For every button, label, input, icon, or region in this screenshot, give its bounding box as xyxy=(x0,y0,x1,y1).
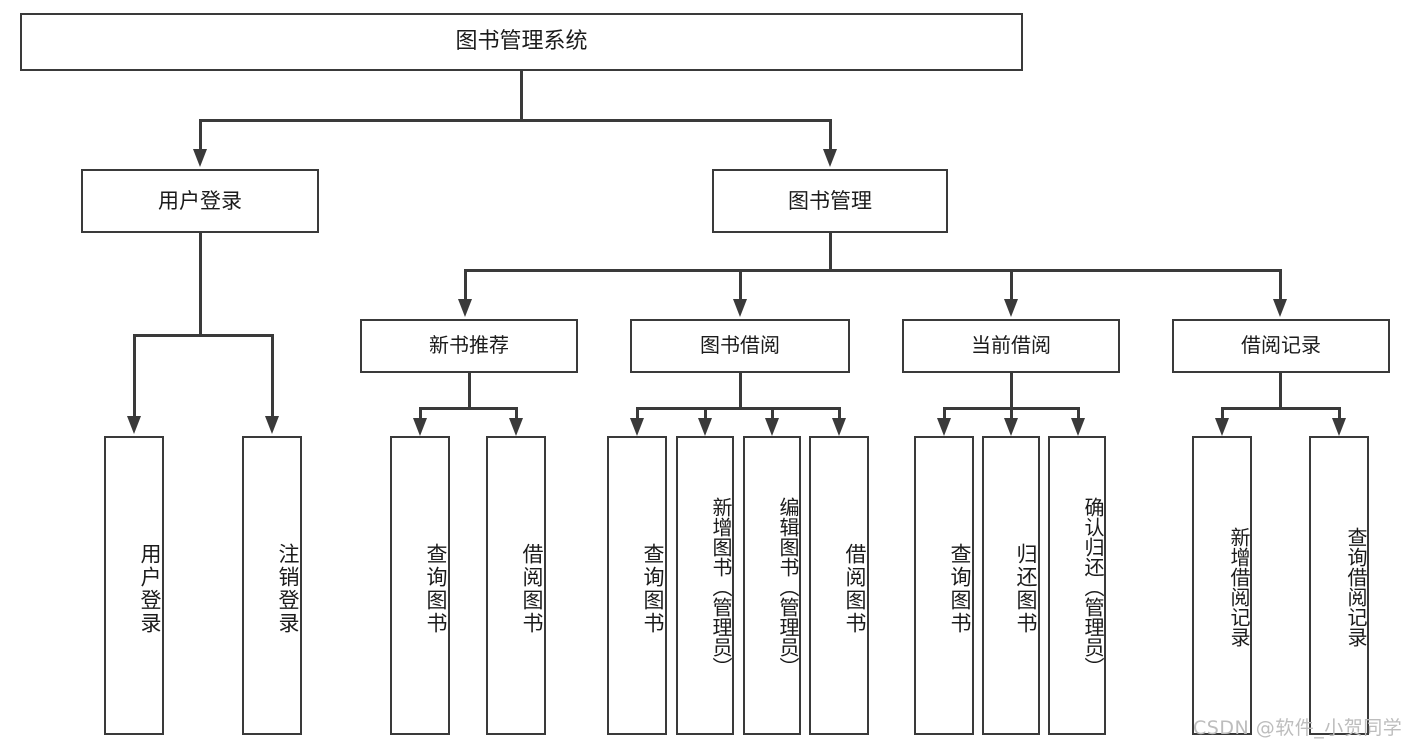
connector-new-book-child-2 xyxy=(515,407,518,420)
connector-book-borrow-child-2 xyxy=(704,407,707,420)
arrowhead-user-login-child-2 xyxy=(265,416,279,434)
connector-book-mgmt-child-2 xyxy=(739,269,742,301)
connector-user-login-child-1 xyxy=(133,334,136,418)
connector-new-book-child-1 xyxy=(419,407,422,420)
leaf-current-borrow-query[interactable]: 查询图书 xyxy=(914,436,974,735)
node-user-login[interactable]: 用户登录 xyxy=(81,169,319,233)
leaf-book-borrow-borrow[interactable]: 借阅图书 xyxy=(809,436,869,735)
node-label: 查询借阅记录 xyxy=(1344,527,1368,647)
connector-user-login-child-2 xyxy=(271,334,274,418)
node-borrow-record[interactable]: 借阅记录 xyxy=(1172,319,1390,373)
csdn-watermark: CSDN @软件_小贺同学 xyxy=(1193,713,1402,740)
node-label: 查询图书 xyxy=(948,542,972,635)
leaf-new-book-borrow[interactable]: 借阅图书 xyxy=(486,436,546,735)
node-book-management[interactable]: 图书管理 xyxy=(712,169,948,233)
connector-book-borrow-stem xyxy=(739,373,742,409)
connector-current-borrow-stem xyxy=(1010,373,1013,409)
node-label: 确认归还（管理员） xyxy=(1081,497,1105,677)
node-label: 用户登录 xyxy=(158,188,242,213)
arrowhead-current-borrow-child-1 xyxy=(937,418,951,436)
connector-book-borrow-child-3 xyxy=(771,407,774,420)
connector-book-mgmt-bar xyxy=(465,269,1281,272)
connector-borrow-record-child-2 xyxy=(1338,407,1341,420)
arrowhead-root-to-user-login xyxy=(193,149,207,167)
leaf-book-borrow-edit[interactable]: 编辑图书（管理员） xyxy=(743,436,801,735)
node-label: 图书管理系统 xyxy=(455,29,588,55)
arrowhead-current-borrow-child-3 xyxy=(1071,418,1085,436)
node-label: 归还图书 xyxy=(1014,542,1038,635)
connector-root-stem xyxy=(520,71,523,121)
arrowhead-book-mgmt-child-3 xyxy=(1004,299,1018,317)
leaf-current-borrow-return[interactable]: 归还图书 xyxy=(982,436,1040,735)
node-label: 当前借阅 xyxy=(971,333,1051,358)
node-label: 借阅记录 xyxy=(1241,333,1321,358)
leaf-user-login-login[interactable]: 用户登录 xyxy=(104,436,164,735)
connector-borrow-record-child-1 xyxy=(1221,407,1224,420)
node-label: 图书管理 xyxy=(788,188,872,213)
connector-current-borrow-child-3 xyxy=(1077,407,1080,420)
connector-current-borrow-child-2 xyxy=(1010,407,1013,420)
node-book-borrow[interactable]: 图书借阅 xyxy=(630,319,850,373)
connector-root-bar xyxy=(200,119,832,122)
connector-book-mgmt-child-3 xyxy=(1010,269,1013,301)
node-label: 图书借阅 xyxy=(700,333,780,358)
connector-book-mgmt-child-4 xyxy=(1279,269,1282,301)
connector-borrow-record-stem xyxy=(1279,373,1282,409)
leaf-borrow-record-add[interactable]: 新增借阅记录 xyxy=(1192,436,1252,735)
node-label: 注销登录 xyxy=(276,542,300,635)
arrowhead-borrow-record-child-1 xyxy=(1215,418,1229,436)
node-label: 新书推荐 xyxy=(429,333,509,358)
connector-book-mgmt-stem xyxy=(829,233,832,271)
arrowhead-new-book-child-1 xyxy=(413,418,427,436)
node-label: 新增图书（管理员） xyxy=(709,497,733,677)
leaf-new-book-query[interactable]: 查询图书 xyxy=(390,436,450,735)
node-label: 查询图书 xyxy=(641,542,665,635)
connector-new-book-bar xyxy=(420,407,518,410)
arrowhead-book-mgmt-child-2 xyxy=(733,299,747,317)
arrowhead-book-borrow-child-3 xyxy=(765,418,779,436)
leaf-book-borrow-add[interactable]: 新增图书（管理员） xyxy=(676,436,734,735)
connector-root-to-user-login xyxy=(199,119,202,151)
connector-root-to-book-mgmt xyxy=(829,119,832,151)
node-label: 编辑图书（管理员） xyxy=(776,497,800,677)
connector-borrow-record-bar xyxy=(1222,407,1339,410)
node-label: 查询图书 xyxy=(424,542,448,635)
arrowhead-user-login-child-1 xyxy=(127,416,141,434)
connector-user-login-bar xyxy=(134,334,274,337)
connector-new-book-stem xyxy=(468,373,471,409)
leaf-book-borrow-query[interactable]: 查询图书 xyxy=(607,436,667,735)
arrowhead-borrow-record-child-2 xyxy=(1332,418,1346,436)
connector-book-borrow-child-1 xyxy=(636,407,639,420)
arrowhead-book-borrow-child-4 xyxy=(832,418,846,436)
arrowhead-root-to-book-mgmt xyxy=(823,149,837,167)
leaf-current-borrow-confirm[interactable]: 确认归还（管理员） xyxy=(1048,436,1106,735)
connector-user-login-stem xyxy=(199,233,202,336)
node-current-borrow[interactable]: 当前借阅 xyxy=(902,319,1120,373)
connector-book-mgmt-child-1 xyxy=(464,269,467,301)
leaf-user-login-logout[interactable]: 注销登录 xyxy=(242,436,302,735)
connector-book-borrow-bar xyxy=(637,407,840,410)
arrowhead-book-borrow-child-2 xyxy=(698,418,712,436)
watermark-text: CSDN @软件_小贺同学 xyxy=(1193,717,1403,739)
node-root-system[interactable]: 图书管理系统 xyxy=(20,13,1023,71)
leaf-borrow-record-query[interactable]: 查询借阅记录 xyxy=(1309,436,1369,735)
arrowhead-book-mgmt-child-1 xyxy=(458,299,472,317)
arrowhead-current-borrow-child-2 xyxy=(1004,418,1018,436)
node-label: 借阅图书 xyxy=(843,542,867,635)
node-label: 用户登录 xyxy=(138,542,162,635)
arrowhead-new-book-child-2 xyxy=(509,418,523,436)
node-new-book-recommend[interactable]: 新书推荐 xyxy=(360,319,578,373)
connector-book-borrow-child-4 xyxy=(838,407,841,420)
node-label: 借阅图书 xyxy=(520,542,544,635)
connector-current-borrow-child-1 xyxy=(943,407,946,420)
arrowhead-book-borrow-child-1 xyxy=(630,418,644,436)
node-label: 新增借阅记录 xyxy=(1227,527,1251,647)
arrowhead-book-mgmt-child-4 xyxy=(1273,299,1287,317)
